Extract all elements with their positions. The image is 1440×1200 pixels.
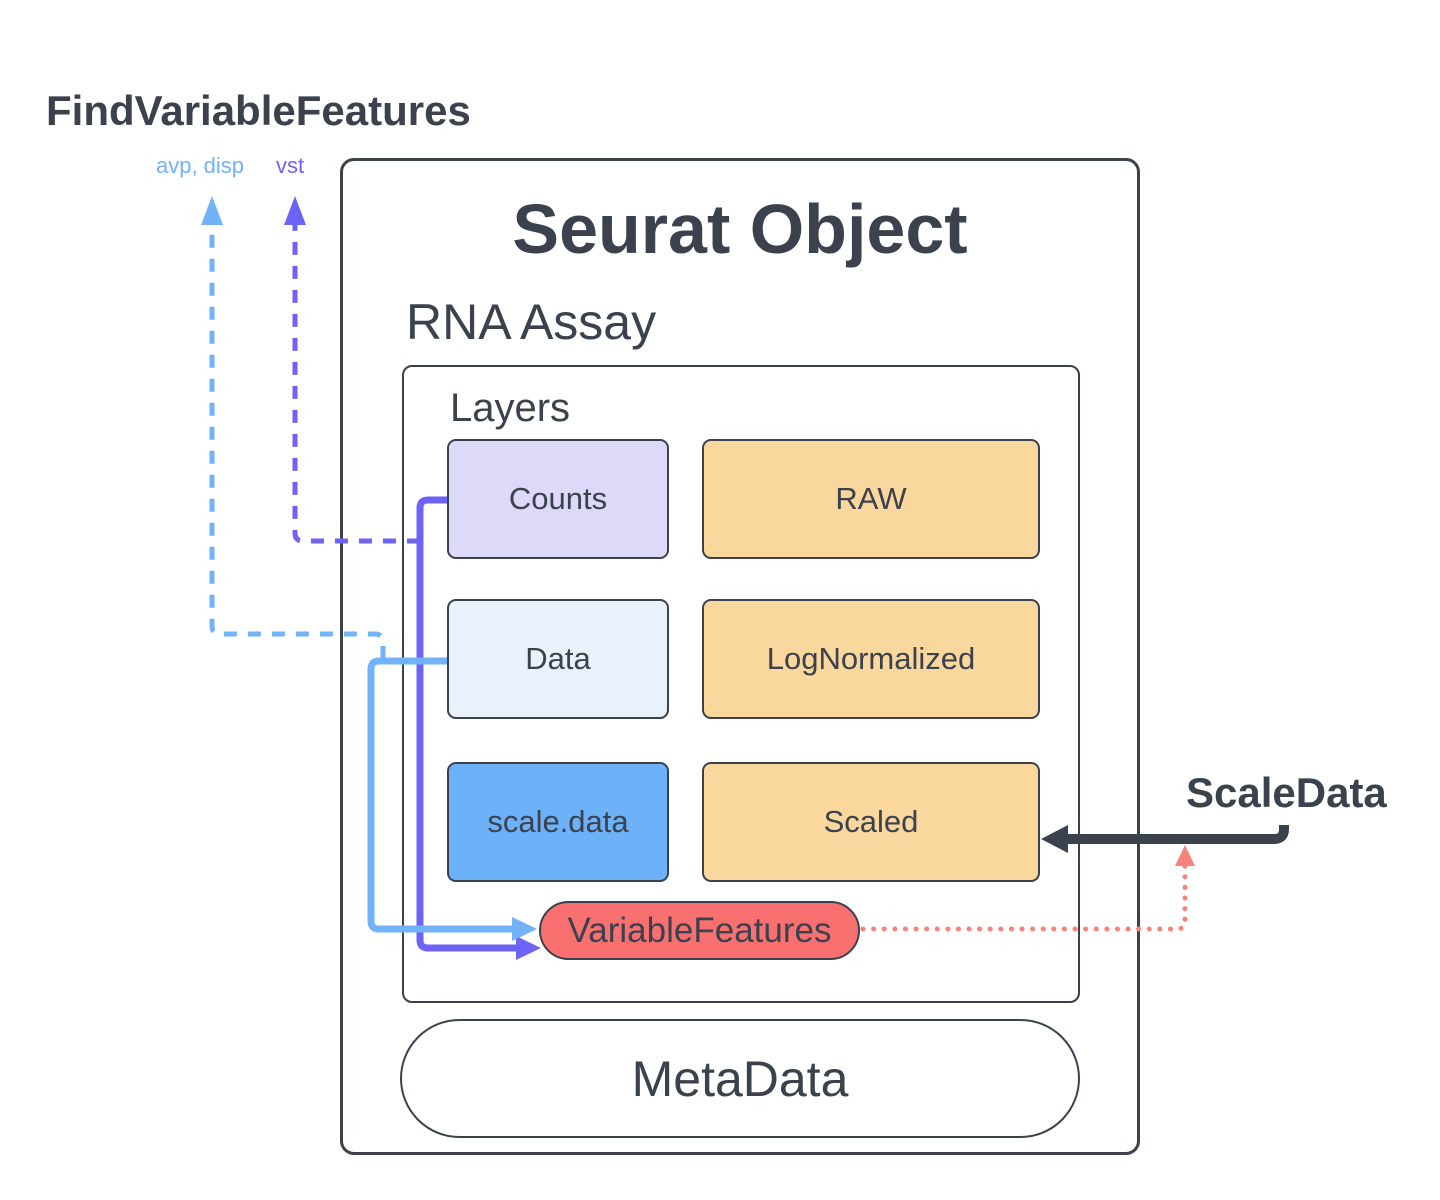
avp-disp-method-label: avp, disp [155,153,245,178]
layers-label: Layers [450,386,571,430]
vst-method-label: vst [275,153,305,178]
red-arrowhead-up-icon [1175,845,1195,866]
data-layer-box: Data [447,599,669,719]
metadata-pill: MetaData [400,1019,1080,1138]
vst-arrowhead-up-icon [284,196,306,225]
scale-data-layer-box: scale.data [447,762,669,882]
raw-normalization-box: RAW [702,439,1040,559]
avp-disp-arrowhead-up-icon [201,196,223,225]
lognormalized-normalization-box: LogNormalized [702,599,1040,719]
variable-features-pill: VariableFeatures [539,901,860,960]
seurat-object-title: Seurat Object [512,190,968,268]
find-variable-features-label: FindVariableFeatures [46,87,471,134]
scale-data-label: ScaleData [1186,769,1387,816]
rna-assay-label: RNA Assay [406,294,657,350]
counts-layer-box: Counts [447,439,669,559]
scaled-normalization-box: Scaled [702,762,1040,882]
